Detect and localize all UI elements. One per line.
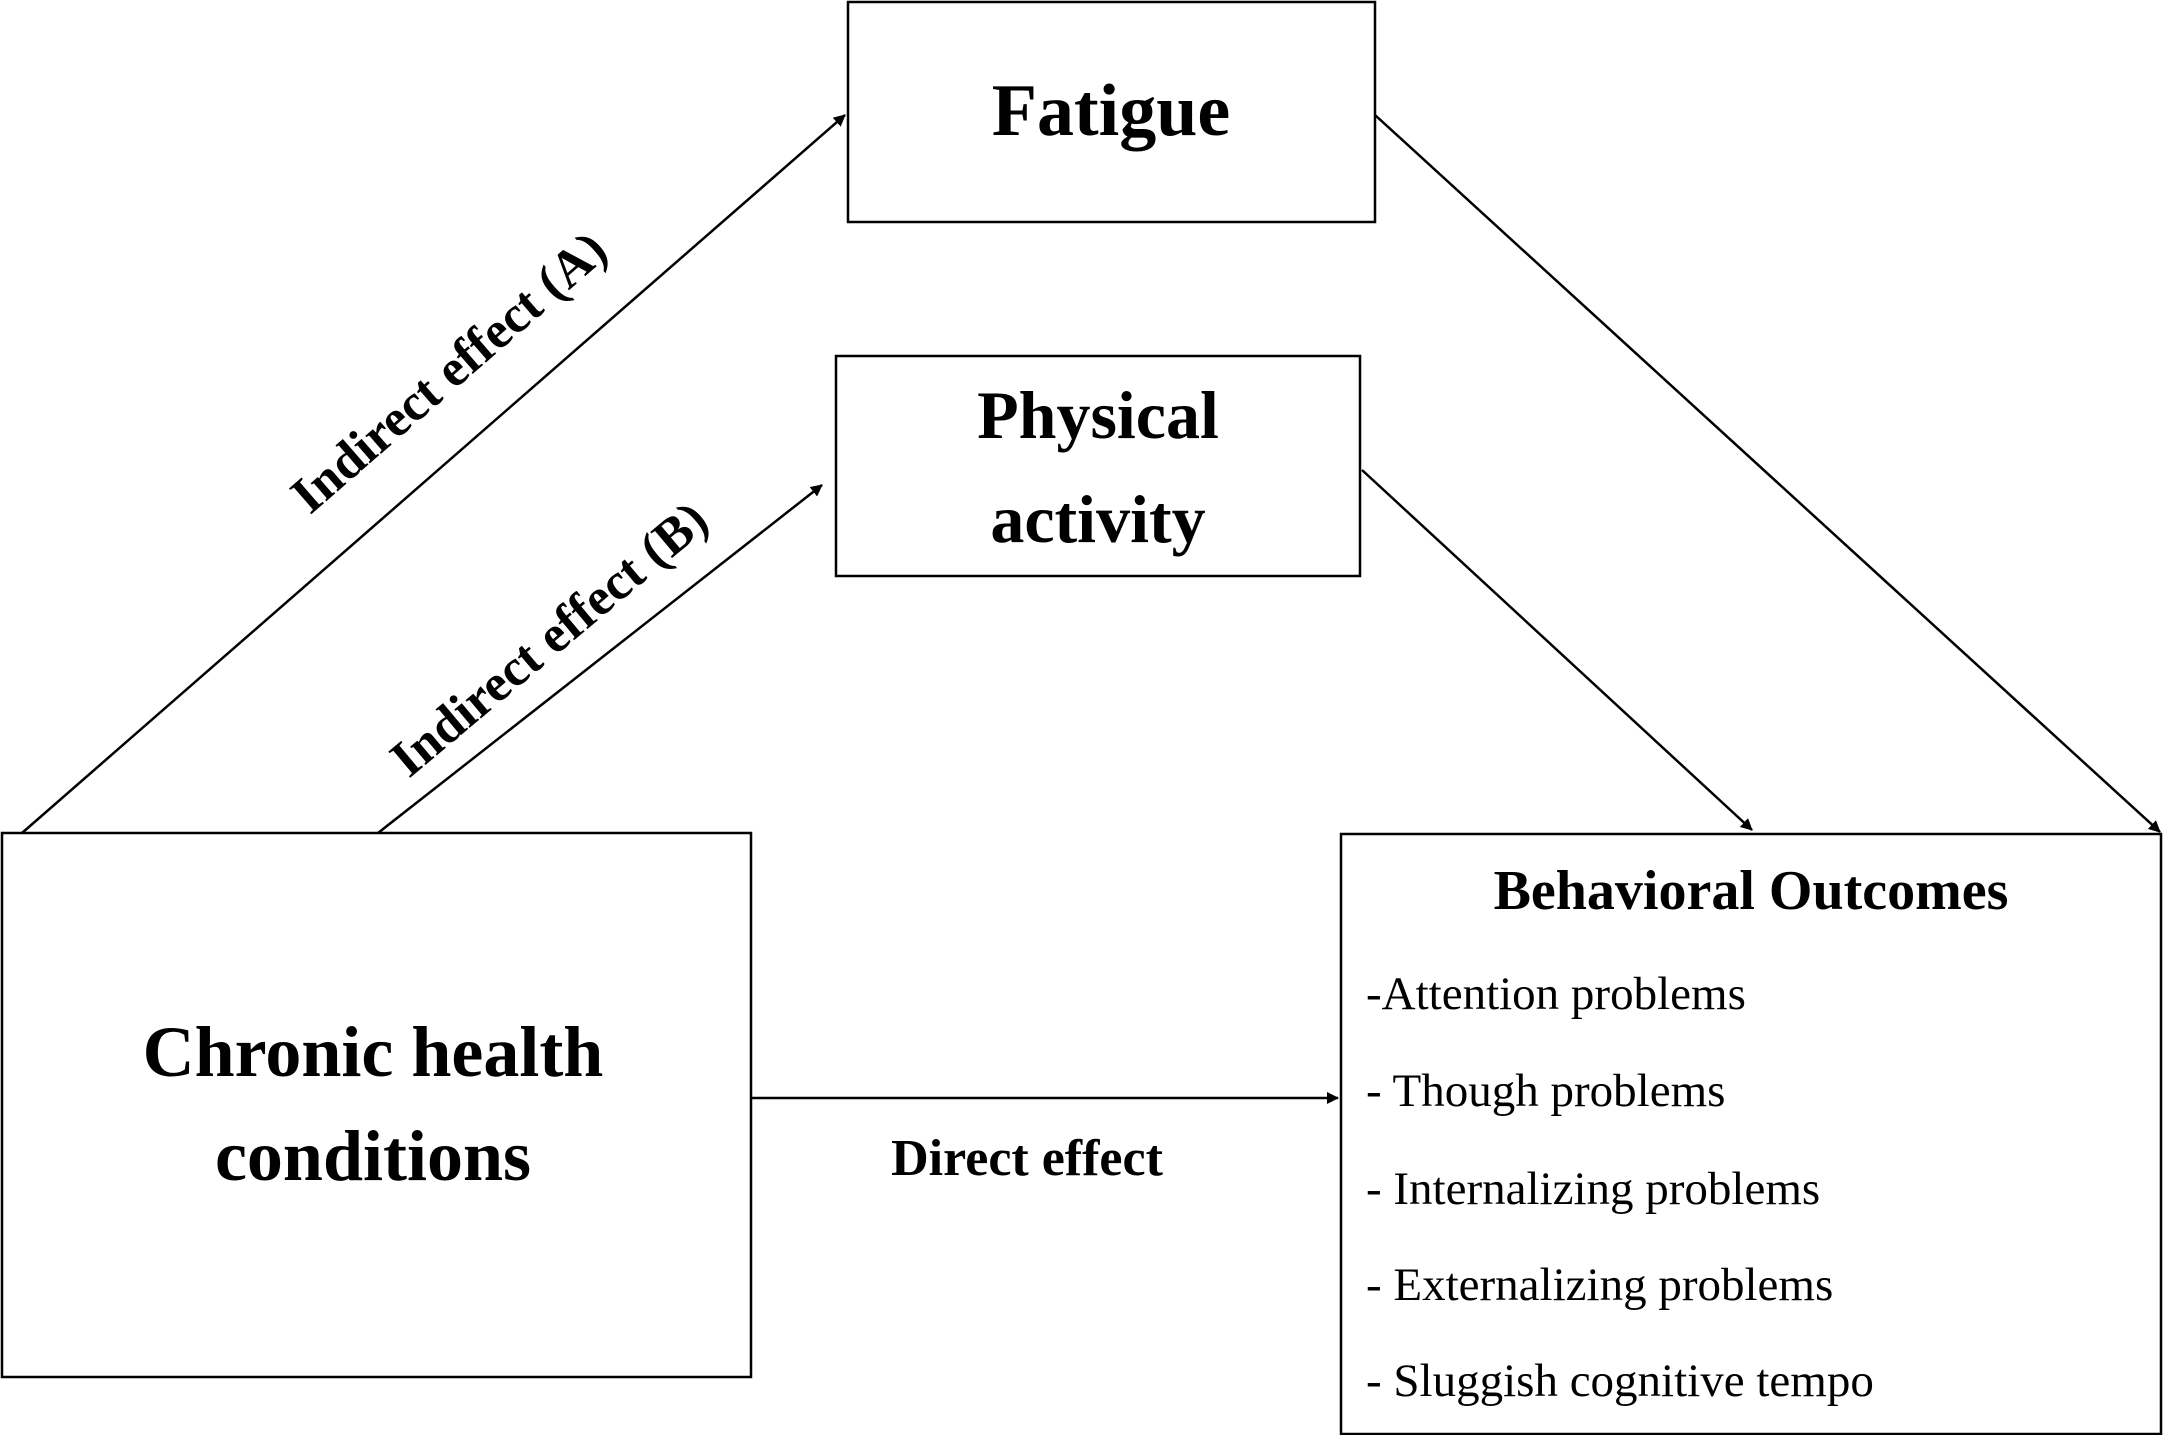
physical-activity-label-line1: Physical <box>977 377 1219 453</box>
node-fatigue: Fatigue <box>846 0 1377 224</box>
outcomes-title: Behavioral Outcomes <box>1494 860 2009 922</box>
edge-label-direct: Direct effect <box>891 1130 1163 1187</box>
physical-activity-label-line2: activity <box>990 481 1205 557</box>
fatigue-label: Fatigue <box>992 70 1230 152</box>
edge-indirect-a-in <box>21 114 846 834</box>
outcome-item: - Though problems <box>1366 1065 1725 1117</box>
edge-fatigue-out <box>1374 114 2161 833</box>
node-behavioral-outcomes: Behavioral Outcomes -Attention problems … <box>1339 832 2163 1435</box>
edge-physical-activity-out <box>1361 469 1753 831</box>
edge-indirect-b-in <box>377 484 823 834</box>
outcome-item: - Externalizing problems <box>1366 1259 1833 1311</box>
chronic-label-line2: conditions <box>215 1116 531 1196</box>
node-physical-activity: Physical activity <box>834 354 1362 578</box>
node-chronic-health-conditions: Chronic health conditions <box>0 831 753 1379</box>
outcome-item: - Sluggish cognitive tempo <box>1366 1355 1874 1407</box>
outcome-item: -Attention problems <box>1366 968 1746 1020</box>
edge-label-indirect-b: Indirect effect (B) <box>380 491 719 788</box>
chronic-label-line1: Chronic health <box>143 1012 604 1092</box>
edge-label-indirect-a: Indirect effect (A) <box>280 221 617 525</box>
outcome-item: - Internalizing problems <box>1366 1163 1820 1215</box>
